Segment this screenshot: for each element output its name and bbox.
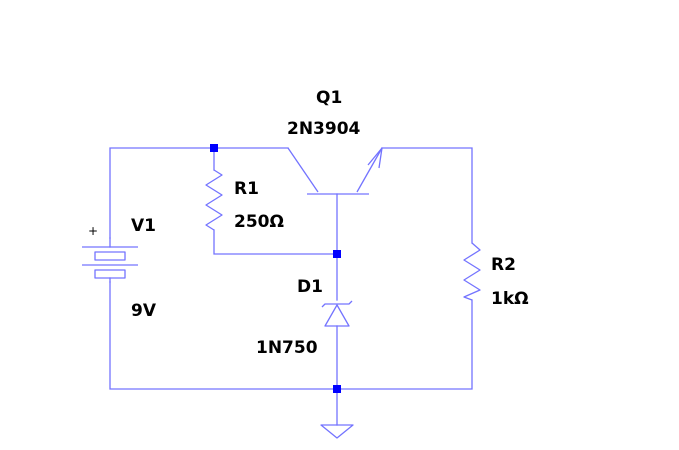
r1-ref-label: R1 bbox=[234, 179, 259, 199]
q1-ref-label: Q1 bbox=[316, 88, 342, 108]
v1-ref-label: V1 bbox=[131, 216, 156, 236]
junction-dot bbox=[210, 144, 218, 152]
battery-cell-top bbox=[94, 251, 126, 261]
ground-icon bbox=[320, 424, 354, 439]
junction-dot bbox=[333, 385, 341, 393]
junction-dot bbox=[333, 250, 341, 258]
v1-polarity-plus: + bbox=[88, 224, 98, 238]
r2-ref-label: R2 bbox=[491, 255, 516, 275]
wire-bottom bbox=[109, 281, 473, 390]
wires bbox=[109, 147, 473, 426]
d1-value-label: 1N750 bbox=[256, 338, 318, 358]
resistor-r1-symbol bbox=[205, 169, 223, 231]
v1-value-label: 9V bbox=[131, 301, 157, 321]
diode-triangle bbox=[324, 304, 350, 327]
r2-value-label: 1kΩ bbox=[491, 289, 529, 309]
wire-r1-bottom bbox=[213, 229, 338, 255]
wire-right bbox=[381, 147, 473, 244]
transistor-emitter-arrow bbox=[367, 147, 383, 169]
wire-top-left bbox=[109, 147, 289, 239]
r1-value-label: 250Ω bbox=[234, 212, 284, 232]
d1-ref-label: D1 bbox=[297, 277, 323, 297]
battery-cell-bottom bbox=[94, 269, 126, 279]
transistor-emitter-lead bbox=[356, 147, 383, 193]
transistor-q1-symbol bbox=[287, 147, 383, 195]
transistor-collector-lead bbox=[287, 147, 319, 193]
zener-diode-d1-symbol bbox=[321, 300, 353, 327]
q1-value-label: 2N3904 bbox=[287, 119, 361, 139]
zener-bar bbox=[321, 300, 353, 308]
battery-v1-symbol bbox=[82, 237, 138, 283]
resistor-r2-symbol bbox=[463, 242, 481, 301]
